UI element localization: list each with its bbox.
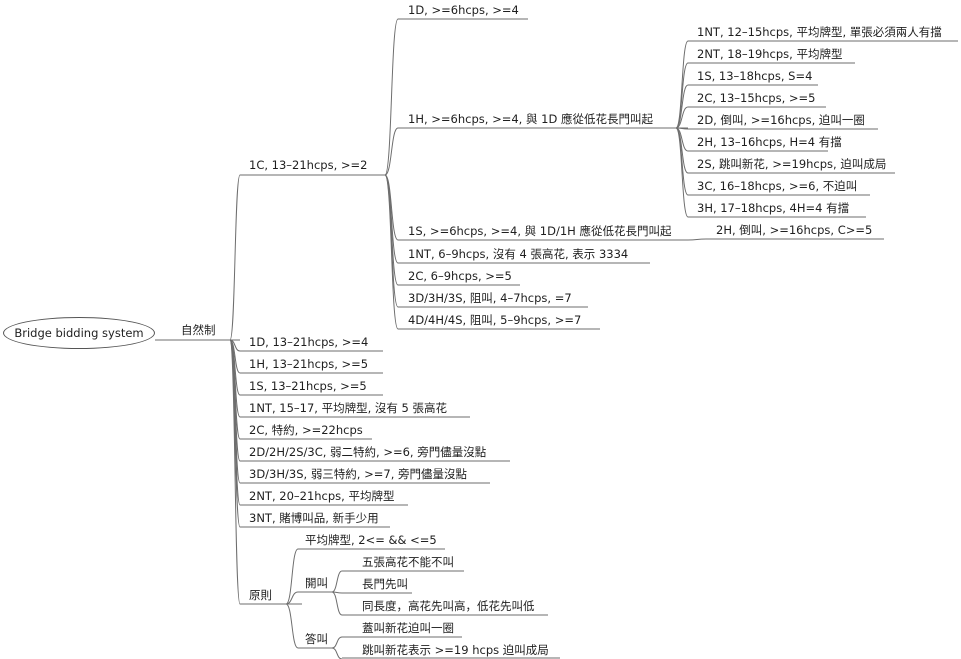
node-1c-2c[interactable]: 2C, 6–9hcps, >=5 [408,269,512,283]
principle-balanced[interactable]: 平均牌型, 2<= && <=5 [305,533,437,547]
connector-line [675,84,689,129]
rebid-1nt[interactable]: 1NT, 12–15hcps, 平均牌型, 單張必須兩人有擋 [697,25,942,39]
principles-node[interactable]: 原則 [249,588,272,602]
opening-1s[interactable]: 1S, 13–21hcps, >=5 [249,379,367,393]
opening-2nt[interactable]: 2NT, 20–21hcps, 平均牌型 [249,489,395,503]
principle-response[interactable]: 答叫 [305,632,328,646]
system-node[interactable]: 自然制 [181,323,216,337]
connector-line [687,238,707,241]
root-label: Bridge bidding system [14,326,144,340]
response-rule-1[interactable]: 蓋叫新花迫叫一圈 [362,621,454,635]
connector-line [285,548,299,605]
connector-line [331,647,343,659]
connector-line [331,591,343,616]
opening-1nt[interactable]: 1NT, 15–17, 平均牌型, 沒有 5 張高花 [249,401,448,415]
connector-line [229,339,241,605]
node-1c-4level[interactable]: 4D/4H/4S, 阻叫, 5–9hcps, >=7 [408,313,582,327]
node-1c-1d[interactable]: 1D, >=6hcps, >=4 [408,3,519,17]
connector-line [384,174,399,330]
opening-weak-two[interactable]: 2D/2H/2S/3C, 弱二特約, >=6, 旁門儘量沒點 [249,445,487,459]
node-1c-3level[interactable]: 3D/3H/3S, 阻叫, 4–7hcps, =7 [408,291,572,305]
opening-1h[interactable]: 1H, 13–21hcps, >=5 [249,357,369,371]
connector-line [675,127,689,218]
rebid-2nt[interactable]: 2NT, 18–19hcps, 平均牌型 [697,47,843,61]
connector-line [285,603,299,649]
node-1c-1h[interactable]: 1H, >=6hcps, >=4, 與 1D 應從低花長門叫起 [408,112,653,126]
rebid-3h[interactable]: 3H, 17–18hcps, 4H=4 有擋 [697,201,850,215]
connector-line [285,591,299,605]
opening-3nt[interactable]: 3NT, 賭博叫品, 新手少用 [249,511,379,525]
opening-rule-3[interactable]: 同長度，高花先叫高，低花先叫低 [362,599,535,613]
response-rule-2[interactable]: 跳叫新花表示 >=19 hcps 迫叫成局 [362,643,549,657]
connector-line [384,174,399,286]
connector-line [384,18,399,176]
opening-2c[interactable]: 2C, 特約, >=22hcps [249,423,363,437]
rebid-1s[interactable]: 1S, 13–18hcps, S=4 [697,69,813,83]
rebid-2d[interactable]: 2D, 倒叫, >=16hcps, 迫叫一圈 [697,113,865,127]
rebid-1s-2h[interactable]: 2H, 倒叫, >=16hcps, C>=5 [716,223,873,237]
opening-rule-2[interactable]: 長門先叫 [362,577,408,591]
rebid-2h[interactable]: 2H, 13–16hcps, H=4 有擋 [697,135,842,149]
connector-line [675,40,689,129]
rebid-2s[interactable]: 2S, 跳叫新花, >=19hcps, 迫叫成局 [697,157,887,171]
connector-line [229,174,241,341]
opening-weak-three[interactable]: 3D/3H/3S, 弱三特約, >=7, 旁門儘量沒點 [249,467,468,481]
connector-line [331,570,343,593]
principle-opening[interactable]: 開叫 [305,576,328,590]
rebid-2c[interactable]: 2C, 13–15hcps, >=5 [697,91,816,105]
opening-rule-1[interactable]: 五張高花不能不叫 [362,555,454,569]
rebid-3c[interactable]: 3C, 16–18hcps, >=6, 不迫叫 [697,179,858,193]
node-1c-1s[interactable]: 1S, >=6hcps, >=4, 與 1D/1H 應從低花長門叫起 [408,224,672,238]
connector-line [675,106,689,129]
root-node[interactable] [3,317,155,349]
connector-line [384,127,399,176]
connector-line [331,636,343,649]
opening-1d[interactable]: 1D, 13–21hcps, >=4 [249,335,369,349]
node-1c-1nt[interactable]: 1NT, 6–9hcps, 沒有 4 張高花, 表示 3334 [408,247,629,261]
node-1c[interactable]: 1C, 13–21hcps, >=2 [249,158,368,172]
